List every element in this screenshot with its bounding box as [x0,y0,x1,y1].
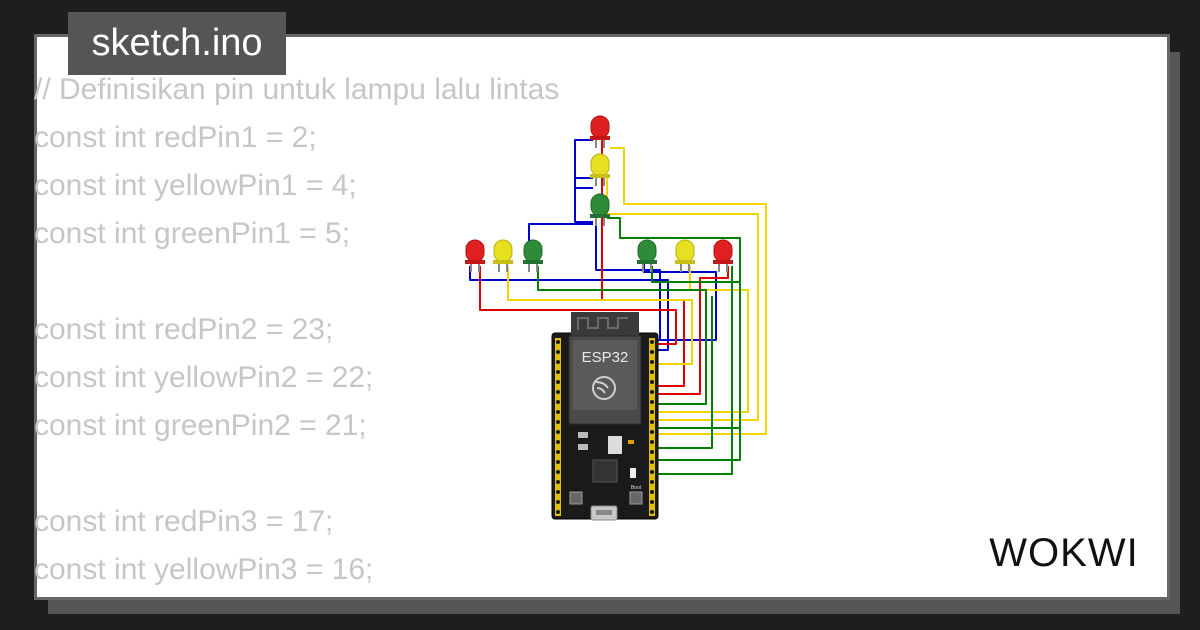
code-line: const int redPin3 = 17; [34,505,334,538]
wire-red [652,266,729,395]
wire-red [479,266,677,345]
led-green[interactable] [523,239,543,272]
espressif-logo-icon [592,376,616,400]
board-label: ESP32 [582,349,629,366]
led-green[interactable] [590,193,610,226]
wire-blue [574,139,593,189]
led-red[interactable] [713,239,733,272]
led-yellow[interactable] [493,239,513,272]
code-line: const int redPin1 = 2; [34,121,317,154]
file-tab: sketch.ino [68,12,286,75]
wire-blue [574,177,593,223]
led-yellow[interactable] [675,239,695,272]
led-red[interactable] [465,239,485,272]
wire-green [652,266,733,475]
code-line: const int greenPin2 = 21; [34,409,367,442]
code-line: const int yellowPin1 = 4; [34,169,357,202]
led-yellow[interactable] [590,153,610,186]
code-snippet: // Definisikan pin untuk lampu lalu lint… [34,66,559,594]
led-red[interactable] [590,115,610,148]
esp32-board[interactable]: ESP32 [551,312,659,521]
boot-button-label: Boot [631,485,642,491]
code-line: const int redPin2 = 23; [34,313,334,346]
wokwi-logo: WOKWI [989,531,1138,575]
code-line: // Definisikan pin untuk lampu lalu lint… [34,73,560,106]
wire-green [537,266,707,405]
wire-yellow [507,266,693,365]
wire-green [652,296,713,449]
wire-green [607,217,741,461]
wire-yellow [610,147,767,435]
wire-blue [469,266,669,351]
code-line: const int yellowPin2 = 22; [34,361,374,394]
usb-port-icon [590,505,618,521]
code-line: const int yellowPin3 = 16; [34,553,374,586]
led-green[interactable] [637,239,657,272]
brand-name: WOKWI [989,531,1138,575]
code-line: const int greenPin1 = 5; [34,217,351,250]
